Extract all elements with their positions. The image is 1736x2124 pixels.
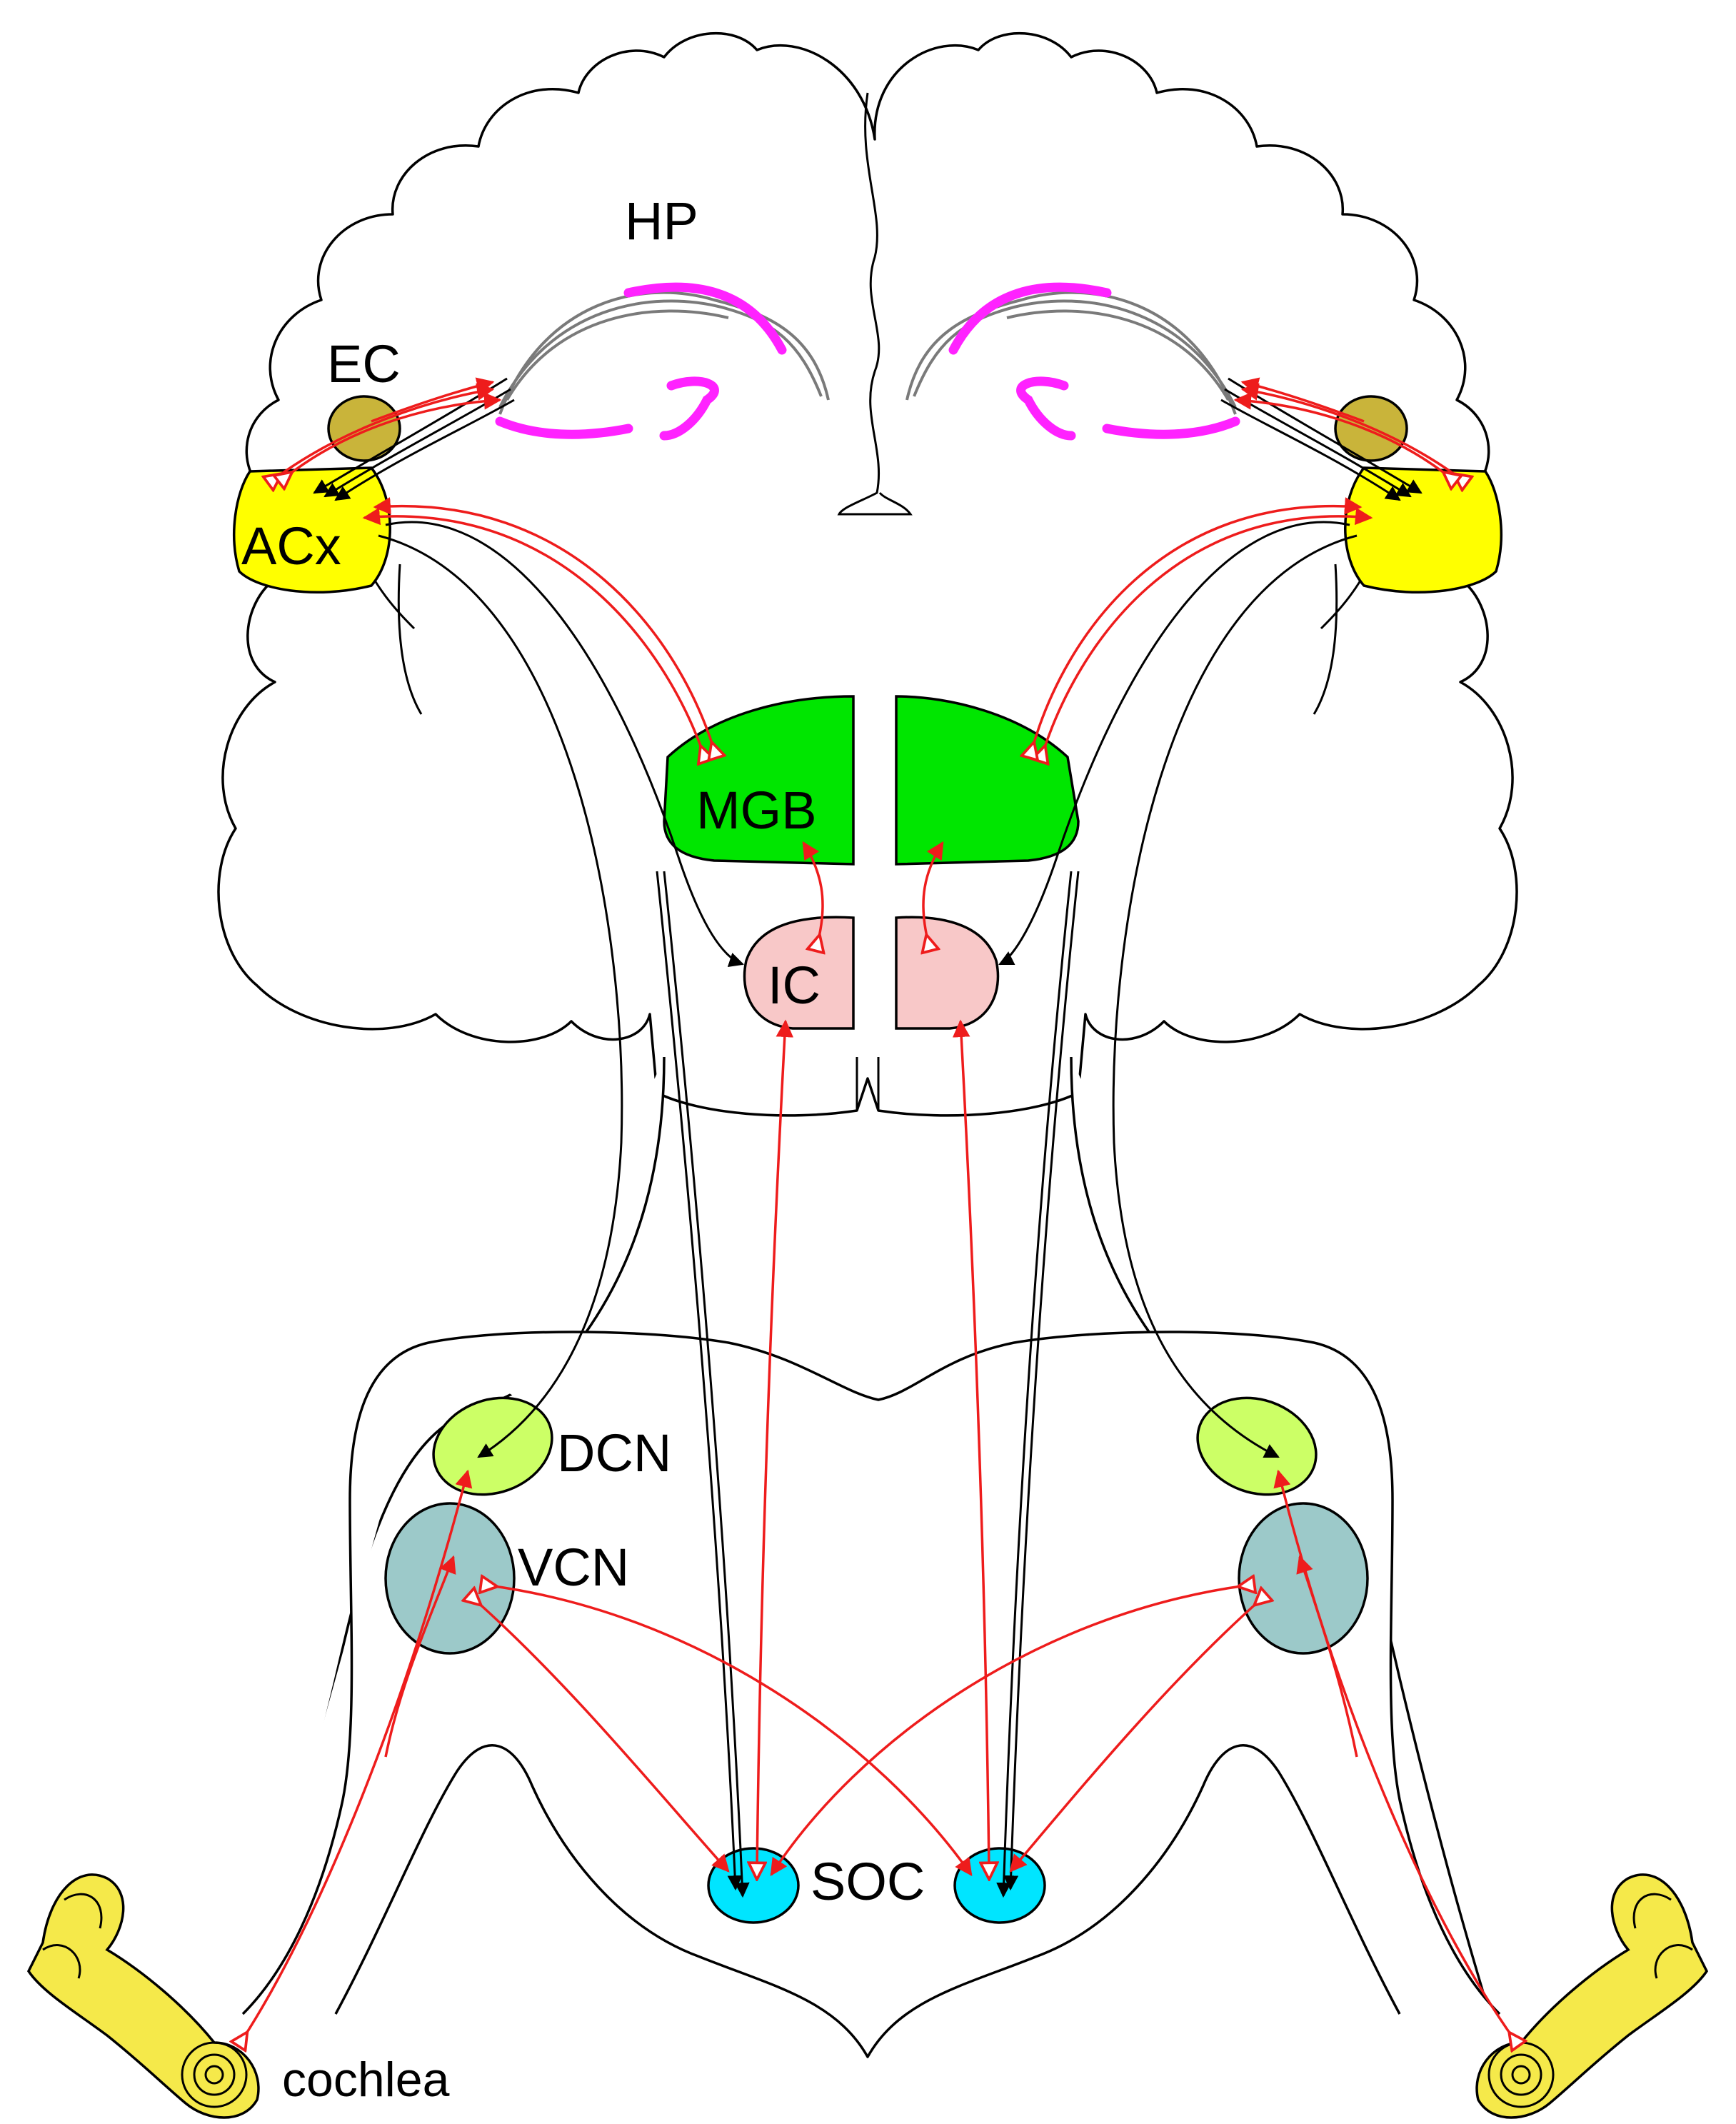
label-dcn: DCN [557, 1423, 671, 1483]
longitudinal-fissure [837, 92, 913, 516]
label-ec: EC [327, 334, 401, 394]
soc-right [953, 1847, 1046, 1924]
brain-outline [217, 31, 1518, 2058]
label-mgb: MGB [696, 781, 817, 840]
cochlea-right [1475, 1873, 1709, 2119]
label-soc: SOC [811, 1852, 925, 1911]
label-ic: IC [768, 956, 821, 1015]
acx-right [1344, 466, 1502, 594]
hippocampus-left [495, 282, 787, 441]
hippocampal-fibers [498, 291, 1237, 415]
cochlea-left [26, 1873, 260, 2119]
hippocampus-right [948, 282, 1240, 441]
label-hp: HP [625, 191, 698, 251]
label-acx: ACx [241, 516, 341, 576]
soc-left [707, 1847, 800, 1924]
label-cochlea: cochlea [282, 2053, 450, 2107]
cerebrum-outline [217, 31, 1518, 1117]
midbrain-divide [856, 1057, 880, 1111]
vcn-right [1238, 1502, 1369, 1655]
label-vcn: VCN [518, 1538, 629, 1597]
ascending-projections [243, 377, 1514, 2039]
vcn-left [384, 1502, 516, 1655]
